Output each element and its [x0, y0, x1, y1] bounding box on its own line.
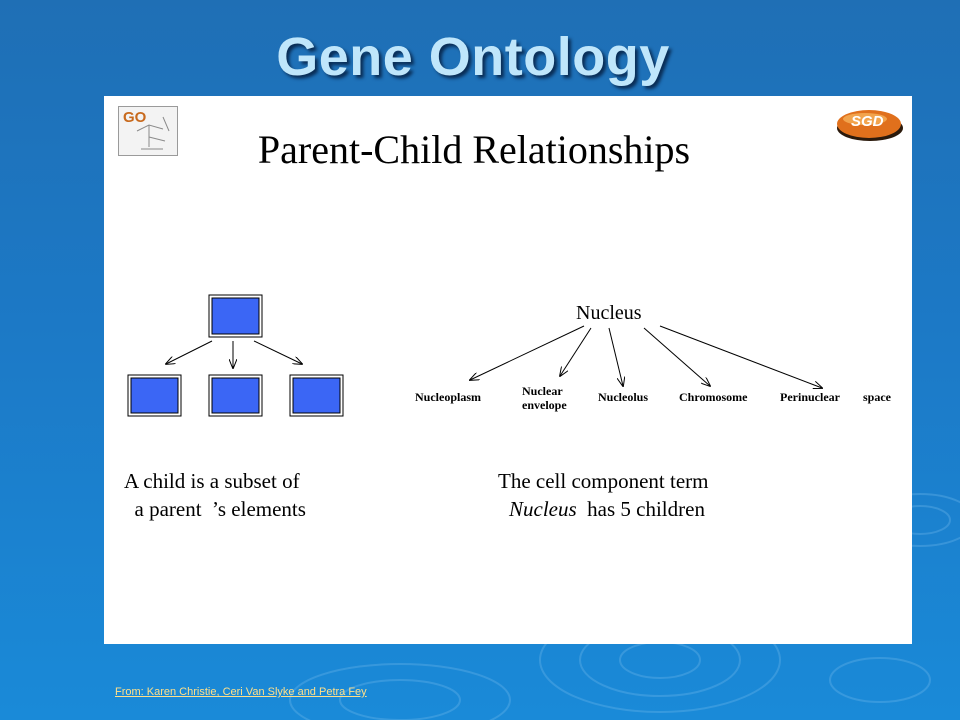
caption-left-line1: A child is a subset of: [124, 469, 300, 493]
child-term-perinuclear: Perinuclear: [780, 390, 840, 404]
generic-tree: [127, 294, 344, 417]
source-attribution-link[interactable]: From: Karen Christie, Ceri Van Slyke and…: [115, 686, 367, 698]
go-graph-icon: [136, 116, 170, 150]
slide-panel: GO SGD Parent-Child Relationships: [104, 96, 912, 644]
sgd-logo-text: SGD: [851, 113, 884, 130]
child-term-chromosome: Chromosome: [679, 390, 748, 404]
child-box-1: [130, 377, 179, 414]
nucleus-arrows: [470, 325, 822, 388]
go-logo-text: GO: [123, 109, 147, 126]
caption-right-line2: Nucleus has 5 children: [509, 495, 705, 523]
child-box-3: [292, 377, 341, 414]
diagram: [127, 294, 912, 417]
caption-right-rest: has 5 children: [576, 497, 705, 521]
child-term-nuclear-envelope: Nuclear envelope: [522, 384, 567, 412]
child-term-nucleoplasm: Nucleoplasm: [415, 390, 481, 404]
caption-nucleus-word: Nucleus: [509, 497, 577, 521]
sgd-logo: [837, 110, 903, 141]
page-title: Gene Ontology: [276, 27, 670, 87]
caption-left-line2: a parent ’s elements: [124, 497, 306, 521]
root-term-nucleus: Nucleus: [576, 302, 642, 324]
parent-box: [211, 297, 260, 335]
slide-heading: Parent-Child Relationships: [257, 127, 691, 172]
child-term-space: space: [863, 390, 891, 404]
child-box-2: [211, 377, 260, 414]
go-logo: GO: [118, 106, 178, 156]
child-term-nucleolus: Nucleolus: [598, 390, 649, 404]
caption-right-line1: The cell component term: [498, 469, 709, 493]
